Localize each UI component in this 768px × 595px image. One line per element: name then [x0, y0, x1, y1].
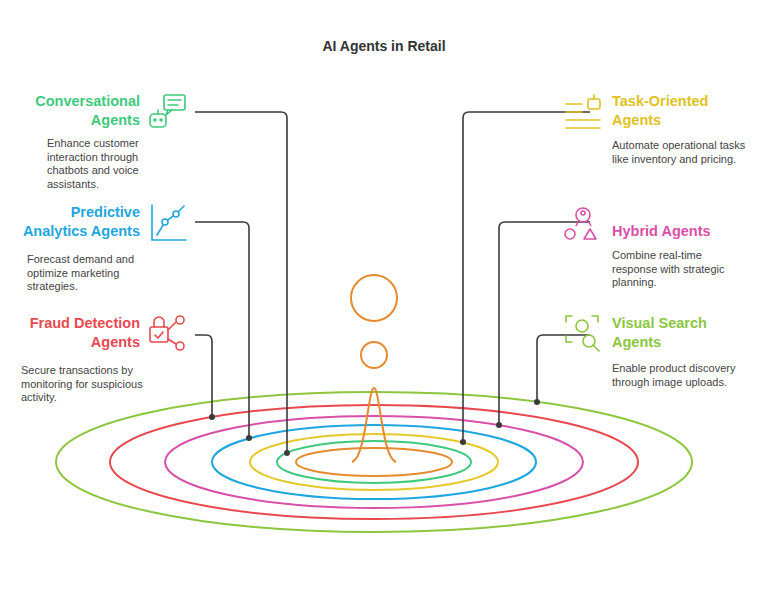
agent-description: Automate operational tasks like inventor…	[612, 139, 750, 166]
task-icon	[566, 95, 600, 128]
hybrid-links	[576, 222, 591, 226]
leader-line	[195, 335, 212, 417]
leader-dot	[496, 422, 502, 428]
leader-line	[537, 335, 590, 402]
robot-head	[588, 99, 600, 109]
ripple-rings	[56, 392, 692, 532]
droplet	[351, 275, 397, 462]
padlock-check	[155, 332, 163, 338]
agent-heading: Visual Search Agents	[612, 314, 722, 352]
splash-peak	[352, 388, 396, 462]
agent-node: Visual Search AgentsEnable product disco…	[612, 314, 762, 389]
robot-antenna	[593, 95, 595, 99]
agent-description: Enhance customer interaction through cha…	[47, 137, 151, 191]
agent-heading: Hybrid Agents	[612, 222, 722, 241]
chart-point	[162, 219, 168, 225]
visual-search-icon	[566, 316, 599, 351]
network-links	[168, 322, 176, 344]
chart-icon	[152, 205, 186, 240]
speech-tail	[166, 110, 172, 115]
speech-bubble	[164, 95, 185, 110]
agent-node: Fraud Detection AgentsSecure transaction…	[15, 314, 140, 405]
ripple-ring	[212, 425, 536, 499]
scan-corners	[566, 316, 598, 342]
chart-trend	[157, 206, 184, 235]
ripple-ring	[165, 416, 583, 508]
agent-heading: Task-Oriented Agents	[612, 92, 722, 130]
padlock-shackle	[154, 317, 164, 327]
agent-heading: Fraud Detection Agents	[18, 314, 140, 352]
robot-eye	[160, 119, 162, 121]
chat-robot-icon	[150, 95, 185, 127]
ripple-ring	[56, 392, 692, 532]
leader-dot	[534, 399, 540, 405]
droplet-circle	[351, 275, 397, 321]
leader-line	[195, 112, 287, 453]
leader-line	[499, 222, 590, 425]
agent-node: Hybrid AgentsCombine real-time response …	[612, 222, 762, 290]
fraud-icon	[150, 316, 184, 350]
robot-eye	[154, 119, 156, 121]
hybrid-icon	[565, 208, 596, 239]
leader-line	[463, 112, 590, 442]
task-lines	[566, 104, 600, 128]
agent-node: Task-Oriented AgentsAutomate operational…	[612, 92, 762, 166]
magnifier-handle	[593, 345, 599, 351]
chart-axes	[152, 205, 186, 240]
robot-head	[150, 114, 166, 127]
agent-heading: Conversational Agents	[32, 92, 140, 130]
ripple-ring	[110, 405, 638, 519]
robot-antenna	[157, 110, 159, 114]
speech-lines	[168, 100, 181, 105]
leader-dot	[460, 439, 466, 445]
agent-description: Forecast demand and optimize marketing s…	[27, 253, 143, 294]
chart-point	[173, 211, 179, 217]
hybrid-head	[581, 211, 585, 215]
hybrid-circle	[565, 229, 575, 239]
scan-subject	[576, 320, 588, 332]
network-node	[176, 342, 184, 350]
leader-dot	[209, 414, 215, 420]
agent-description: Combine real-time response with strategi…	[612, 249, 750, 290]
padlock-body	[150, 327, 168, 342]
agent-heading: Predictive Analytics Agents	[18, 203, 140, 241]
hybrid-triangle	[584, 229, 596, 239]
leader-dots	[209, 399, 540, 456]
ripple-ring	[296, 448, 452, 476]
agent-node: Conversational AgentsEnhance customer in…	[15, 92, 140, 191]
droplet-circle	[361, 342, 387, 368]
agent-description: Secure transactions by monitoring for su…	[21, 364, 145, 405]
ripple-ring	[277, 441, 471, 483]
diagram-title: AI Agents in Retail	[0, 38, 768, 54]
leader-dot	[284, 450, 290, 456]
agent-node: Predictive Analytics AgentsForecast dema…	[15, 203, 140, 294]
leader-lines	[195, 112, 590, 453]
agent-description: Enable product discovery through image u…	[612, 362, 750, 389]
leader-line	[195, 222, 249, 438]
leader-dot	[246, 435, 252, 441]
network-node	[176, 316, 184, 324]
hybrid-person	[576, 208, 590, 222]
